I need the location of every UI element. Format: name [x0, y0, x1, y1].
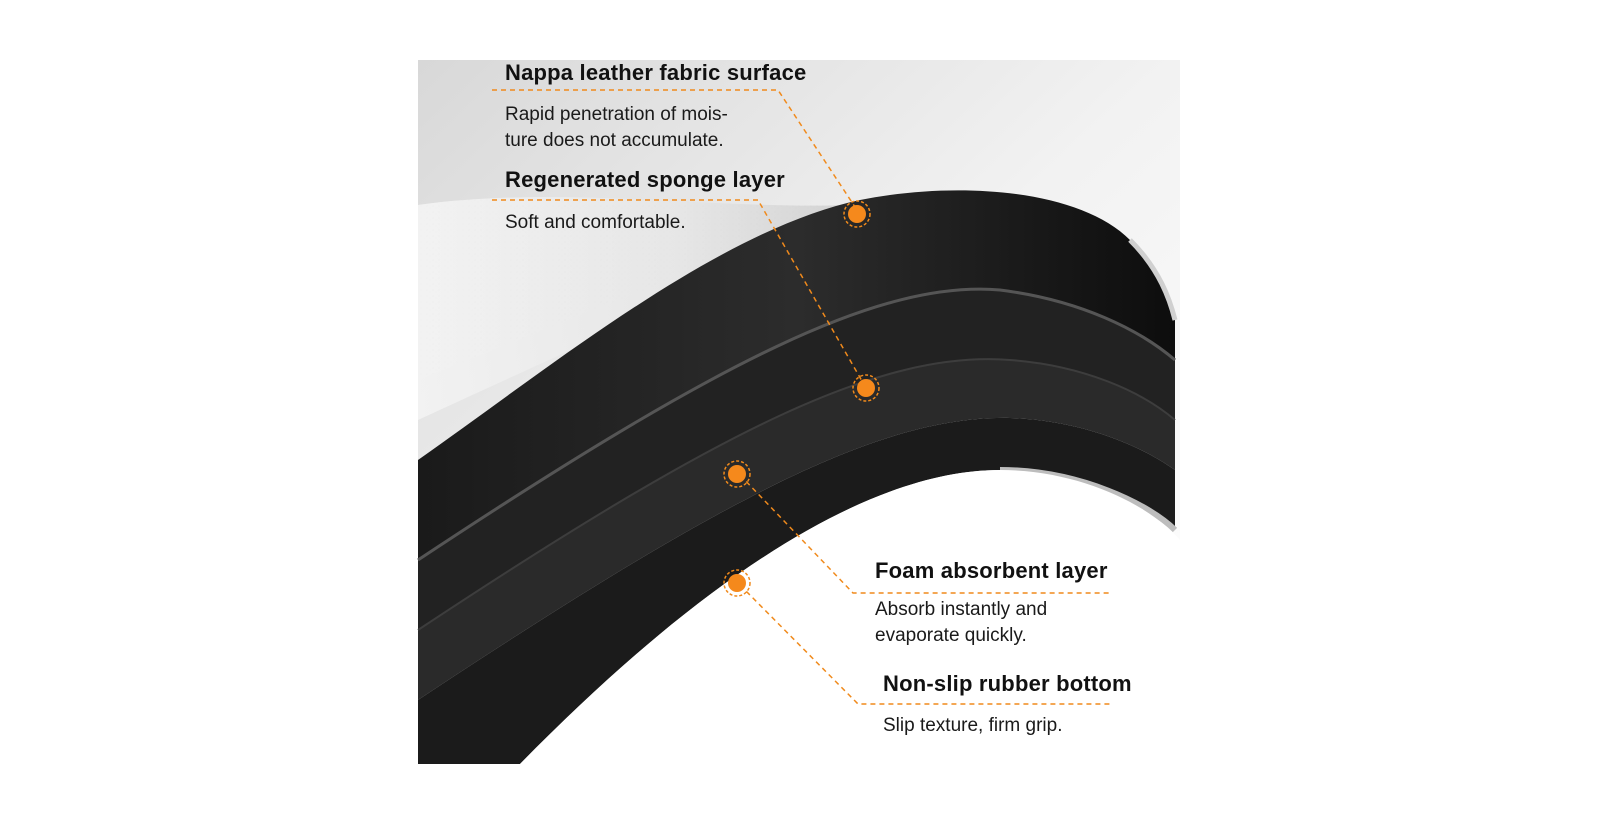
leader-line-3: [739, 474, 1110, 594]
layer-desc-sponge: Soft and comfortable.: [505, 210, 686, 236]
layer-sponge: [418, 289, 1175, 630]
layer-desc-rubber: Slip texture, firm grip.: [883, 713, 1063, 739]
leader-line-1: [492, 89, 858, 211]
marker-dots: [723, 200, 880, 597]
desc-line: Soft and comfortable.: [505, 212, 686, 233]
desc-line: ture does not accumulate.: [505, 130, 724, 151]
leader-line-4: [739, 584, 1110, 705]
desc-line: Slip texture, firm grip.: [883, 715, 1063, 736]
marker-dot-2: [852, 374, 880, 402]
layer-title-rubber: Non-slip rubber bottom: [883, 671, 1132, 696]
layer-rubber: [418, 417, 1175, 764]
layer-desc-nappa: Rapid penetration of mois- ture does not…: [505, 102, 728, 154]
marker-dot-3: [723, 460, 751, 488]
marker-dot-4: [723, 569, 751, 597]
layer-title-foam: Foam absorbent layer: [875, 558, 1108, 583]
desc-line: Rapid penetration of mois-: [505, 104, 728, 125]
leader-line-2: [492, 199, 867, 389]
layer-title-nappa: Nappa leather fabric surface: [505, 60, 807, 85]
marker-dot-1: [843, 200, 871, 228]
layer-leather: [418, 190, 1175, 561]
desc-line: Absorb instantly and: [875, 599, 1048, 620]
desc-line: evaporate quickly.: [875, 625, 1027, 646]
layer-desc-foam: Absorb instantly and evaporate quickly.: [875, 597, 1047, 649]
layer-foam: [418, 359, 1175, 700]
layer-title-sponge: Regenerated sponge layer: [505, 167, 785, 192]
